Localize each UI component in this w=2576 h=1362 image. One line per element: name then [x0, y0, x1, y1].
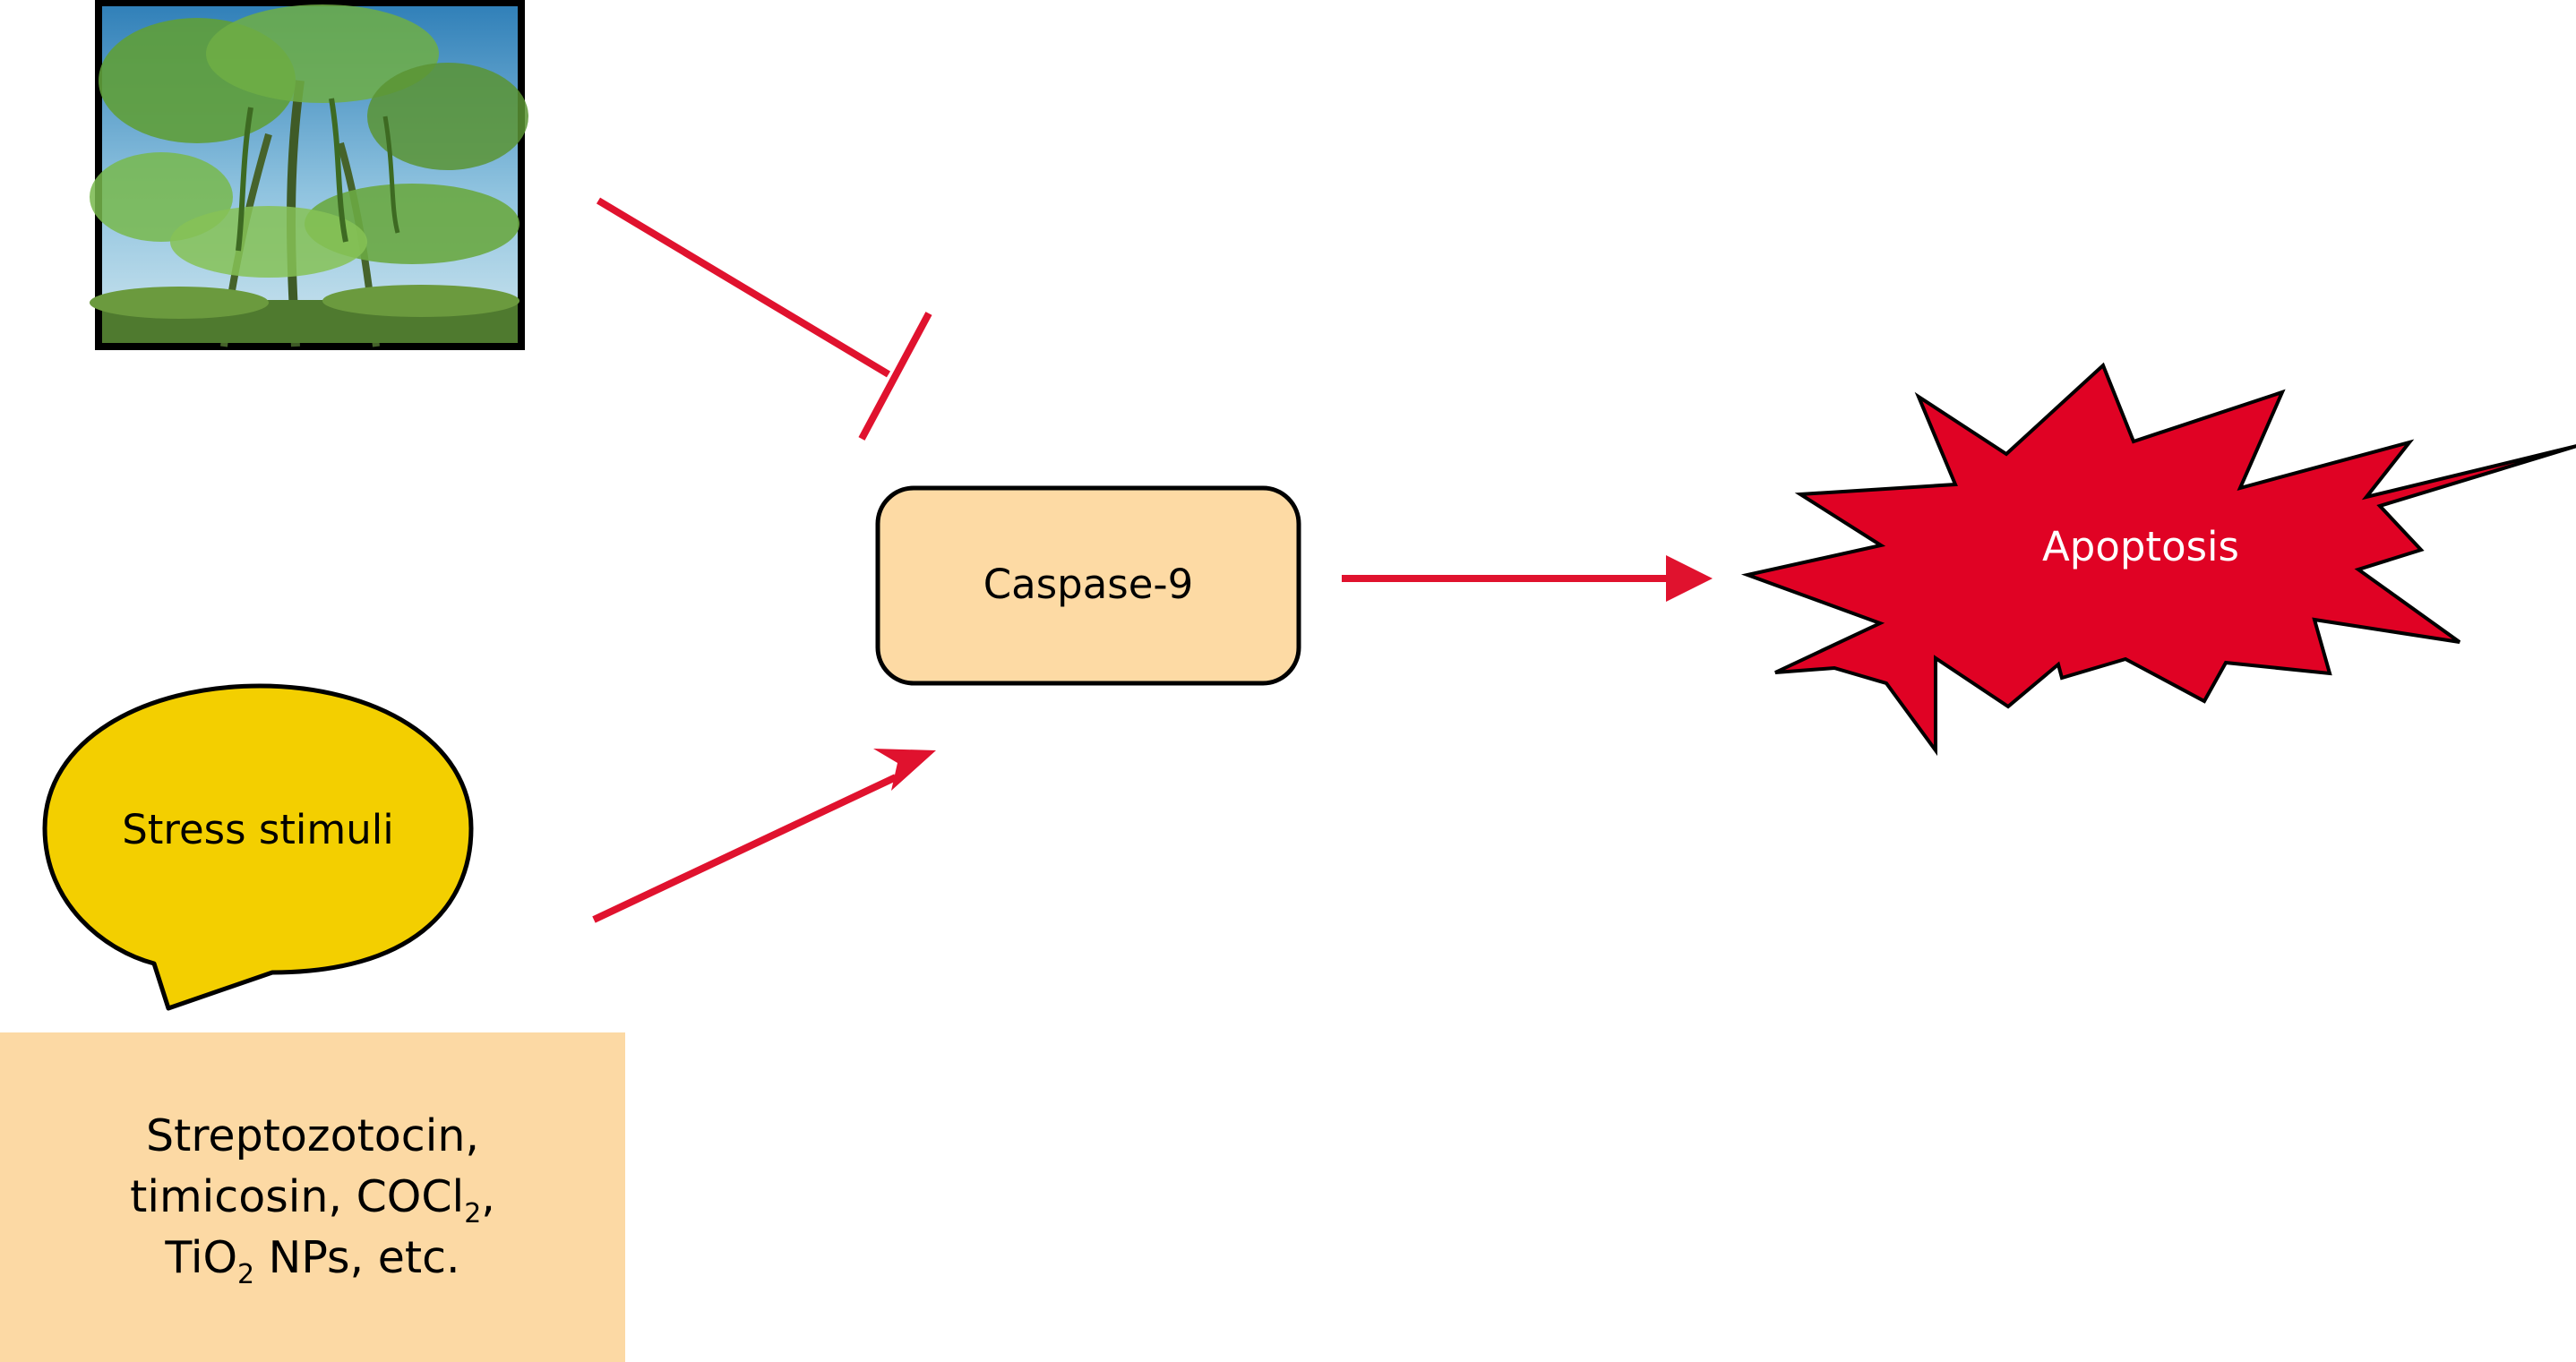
arrowhead-icon: [873, 749, 936, 791]
compounds-line-1: Streptozotocin,: [146, 1110, 479, 1161]
inhibition-bar-icon: [858, 312, 932, 441]
apoptosis-label: Apoptosis: [2042, 523, 2239, 570]
arrowhead-icon: [1666, 555, 1713, 602]
inhibition-edge: [596, 197, 932, 441]
caspase-activation-edge: [1342, 555, 1713, 602]
compounds-line-3: TiO2 NPs, etc.: [165, 1232, 460, 1290]
plant-image: [90, 0, 528, 350]
apoptosis-starburst-icon: [1740, 362, 2576, 757]
speech-bubble-icon: [42, 683, 474, 1011]
stress-stimuli-label: Stress stimuli: [122, 806, 394, 853]
apoptosis-node: Apoptosis: [1740, 362, 2576, 757]
compounds-box-bg: [0, 1032, 625, 1362]
moringa-plant-icon: [90, 4, 528, 347]
stress-stimuli-node: Stress stimuli: [42, 683, 474, 1011]
caspase-9-node: Caspase-9: [875, 485, 1301, 686]
compounds-box: Streptozotocin, timicosin, COCl2, TiO2 N…: [0, 1032, 625, 1362]
stress-activation-edge: [592, 749, 936, 923]
caspase-9-label: Caspase-9: [983, 561, 1194, 608]
compounds-line-2: timicosin, COCl2,: [130, 1171, 495, 1229]
